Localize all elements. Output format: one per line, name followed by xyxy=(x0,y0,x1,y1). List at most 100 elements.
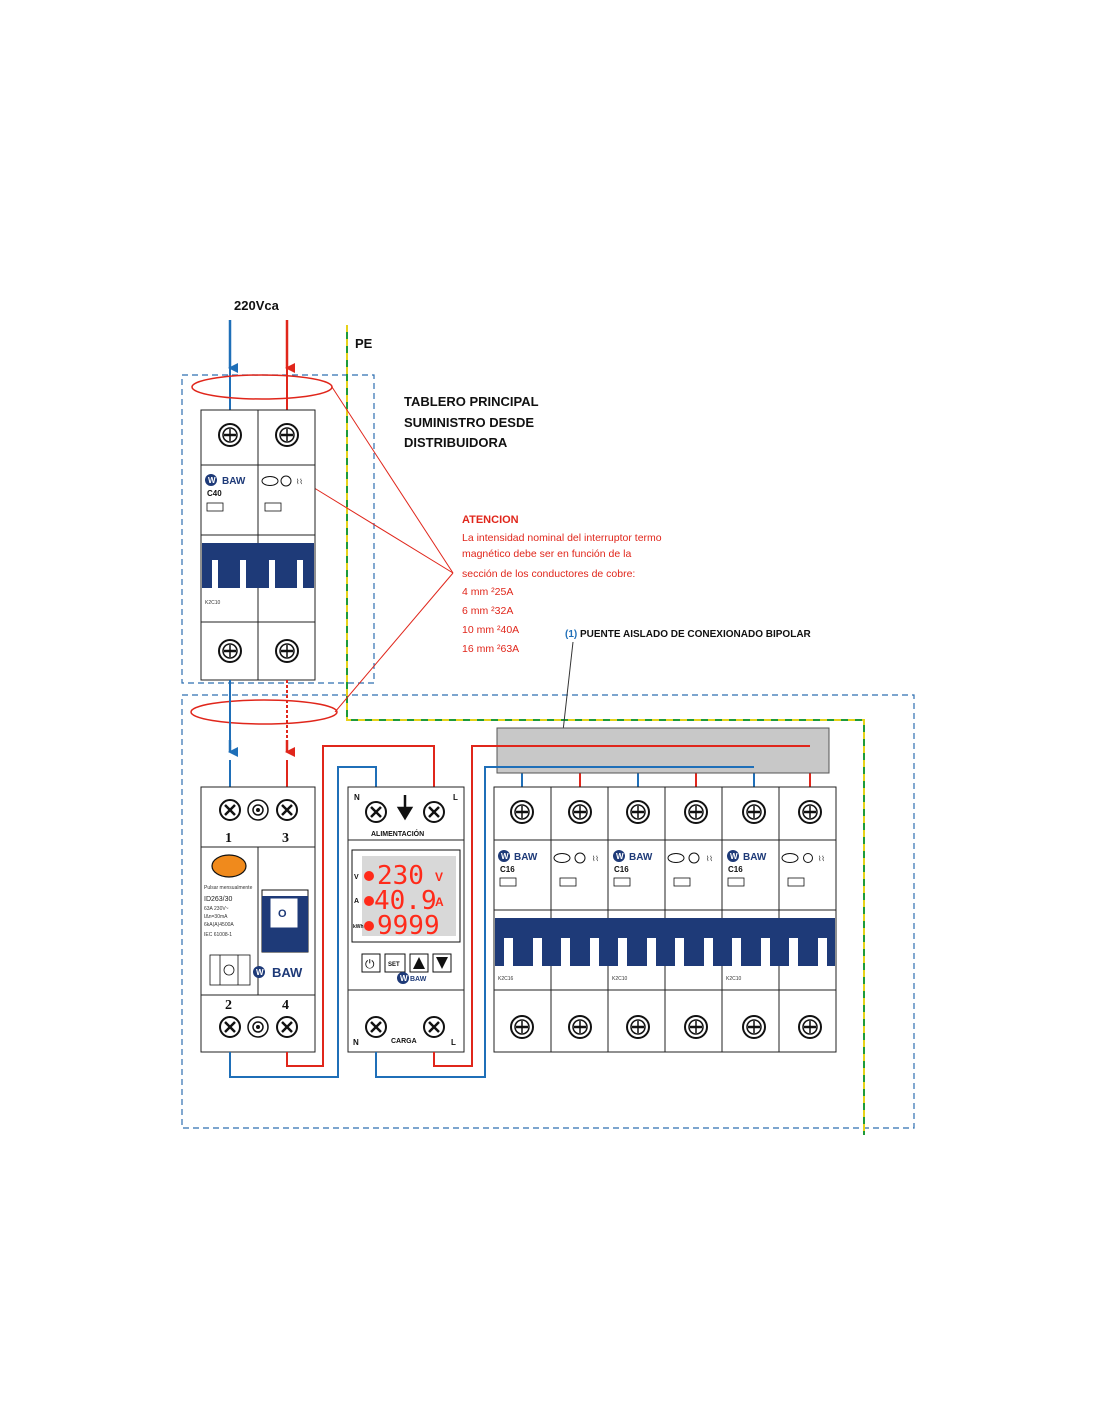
branch-breaker-3[interactable]: BAW C16 ⌇⌇ K2C10 xyxy=(726,850,825,982)
main-breaker-terminal-top-n xyxy=(217,422,243,448)
branch-terminal-top-icon xyxy=(741,799,767,825)
contact-symbol-icon: ⌇⌇ xyxy=(818,855,825,863)
monitor-terminal-l-in-icon xyxy=(422,800,446,824)
contact-symbol-icon: ⌇⌇ xyxy=(706,855,713,863)
rcd-terminal-2-label: 2 xyxy=(225,998,232,1013)
monitor-voltage-unit: V xyxy=(435,870,443,884)
rcd-terminal-4-icon xyxy=(275,1015,299,1039)
monitor-power-button[interactable] xyxy=(361,953,381,973)
monitor-display xyxy=(362,856,456,936)
branch-terminal-bottom-icon xyxy=(567,1014,593,1040)
up-arrow-icon xyxy=(413,957,425,969)
branch-breaker-brand: BAW xyxy=(743,852,767,863)
certification-icon xyxy=(688,852,700,864)
monitor-voltage: 230 xyxy=(377,861,424,891)
monitor-row-label: V xyxy=(354,874,359,881)
rcd-spec-line: IEC 61008-1 xyxy=(204,932,232,938)
branch-terminal-top-icon xyxy=(683,799,709,825)
rcd-terminal-4-label: 4 xyxy=(282,998,289,1013)
branch-breaker-model: K2C16 xyxy=(498,976,514,982)
monitor-l-bottom: L xyxy=(451,1038,456,1047)
svg-text:La intensidad nominal del inte: La intensidad nominal del interruptor te… xyxy=(462,532,662,544)
branch-terminal-bottom-icon xyxy=(797,1014,823,1040)
branch-handle-band[interactable] xyxy=(495,918,835,966)
svg-text:4 mm ²25A: 4 mm ²25A xyxy=(462,586,513,598)
supply-label: 220Vca xyxy=(234,298,280,313)
bridge-note-leader xyxy=(561,641,574,741)
main-breaker-terminal-bottom-n xyxy=(217,638,243,664)
branch-breaker-1[interactable]: BAW C16 ⌇⌇ K2C16 xyxy=(498,850,599,982)
rcd-test-label: Pulsar mensualmente xyxy=(204,885,253,891)
monitor-n-top: N xyxy=(354,793,360,802)
monitor-baw-logo-icon xyxy=(397,972,409,984)
rcd-ring-icon xyxy=(247,1016,269,1038)
monitor-set-button[interactable] xyxy=(384,953,406,973)
branch-terminal-bottom-icon xyxy=(509,1014,535,1040)
main-breaker[interactable]: BAW C40 ⌇⌇ K2C10 xyxy=(200,409,316,681)
rcd-test-button[interactable] xyxy=(211,854,247,878)
main-breaker-baw-logo-icon xyxy=(205,474,217,486)
rcd-model: ID263/30 xyxy=(204,896,233,903)
svg-text:10 mm ²40A: 10 mm ²40A xyxy=(462,624,519,636)
branch-terminal-bottom-icon xyxy=(741,1014,767,1040)
svg-text:TABLERO PRINCIPAL: TABLERO PRINCIPAL xyxy=(404,394,539,409)
baw-logo-icon xyxy=(613,850,625,862)
branch-breaker-brand: BAW xyxy=(514,852,538,863)
branch-terminal-top-icon xyxy=(625,799,651,825)
branch-terminal-top-icon xyxy=(509,799,535,825)
monitor-set-label: SET xyxy=(388,962,400,968)
branch-breakers: BAW C16 ⌇⌇ K2C16 BAW C16 ⌇⌇ K2C10 BAW C1… xyxy=(493,786,837,1053)
monitor-terminal-n-out-icon xyxy=(364,1015,388,1039)
main-breaker-model: K2C10 xyxy=(205,600,221,606)
insulated-bridge xyxy=(496,727,830,774)
branch-breaker-2[interactable]: BAW C16 ⌇⌇ K2C10 xyxy=(612,850,713,982)
main-breaker-terminal-bottom-l xyxy=(274,638,300,664)
monitor-terminal-l-out-icon xyxy=(422,1015,446,1039)
cable-ring-bottom xyxy=(190,699,338,725)
rcd-ring-icon xyxy=(247,799,269,821)
rcd-terminal-2-icon xyxy=(218,1015,242,1039)
rcd-terminal-1-icon xyxy=(218,798,242,822)
monitor-terminal-n-in-icon xyxy=(364,800,388,824)
down-triangle-icon xyxy=(436,957,448,969)
monitor-energy: 9999 xyxy=(377,911,440,941)
bridge-note-number: (1) xyxy=(565,629,577,640)
svg-text:DISTRIBUIDORA: DISTRIBUIDORA xyxy=(404,435,508,450)
branch-terminal-top-icon xyxy=(567,799,593,825)
wire-rcd-neutral-out xyxy=(229,766,377,1078)
rcd-device[interactable]: 1 3 Pulsar mensualmente ID263/30 63A 230… xyxy=(200,786,316,1053)
main-board-title: TABLERO PRINCIPAL SUMINISTRO DESDE DISTR… xyxy=(404,394,539,450)
warning-callout-lines xyxy=(310,386,454,713)
rcd-switch-label: O xyxy=(278,908,287,920)
main-breaker-brand: BAW xyxy=(222,476,246,487)
svg-text:sección de los conductores de: sección de los conductores de cobre: xyxy=(462,568,635,580)
rcd-brand: BAW xyxy=(272,965,303,980)
monitor-n-bottom: N xyxy=(353,1038,359,1047)
contact-symbol-icon: ⌇⌇ xyxy=(592,855,599,863)
main-breaker-rating: C40 xyxy=(207,489,222,498)
cable-ring-top xyxy=(191,374,333,400)
svg-text:16 mm ²63A: 16 mm ²63A xyxy=(462,643,519,655)
power-monitor[interactable]: N L ALIMENTACIÓN V A kWh 230 V 40.9 A 99… xyxy=(347,786,465,1053)
branch-breaker-rating: C16 xyxy=(728,865,743,874)
monitor-supply-label: ALIMENTACIÓN xyxy=(371,829,424,838)
branch-terminal-bottom-icon xyxy=(683,1014,709,1040)
monitor-brand: BAW xyxy=(410,976,427,983)
monitor-row-label: A xyxy=(354,898,359,905)
svg-text:⌇⌇: ⌇⌇ xyxy=(296,478,303,486)
monitor-current-unit: A xyxy=(435,895,444,909)
monitor-load-label: CARGA xyxy=(391,1038,417,1045)
monitor-l-top: L xyxy=(453,793,458,802)
branch-breaker-model: K2C10 xyxy=(726,976,742,982)
branch-breaker-brand: BAW xyxy=(629,852,653,863)
svg-text:SUMINISTRO DESDE: SUMINISTRO DESDE xyxy=(404,415,534,430)
rcd-terminal-3-label: 3 xyxy=(282,831,289,846)
rcd-spec-line: IΔn=30mA xyxy=(204,914,228,920)
pe-label: PE xyxy=(355,336,373,351)
rcd-baw-logo-icon xyxy=(253,966,265,978)
certification-icon xyxy=(781,853,799,863)
certification-icon xyxy=(553,853,571,863)
rcd-spec-line: 6kA(A)4500A xyxy=(204,922,234,928)
pe-earth-line xyxy=(346,325,865,1135)
